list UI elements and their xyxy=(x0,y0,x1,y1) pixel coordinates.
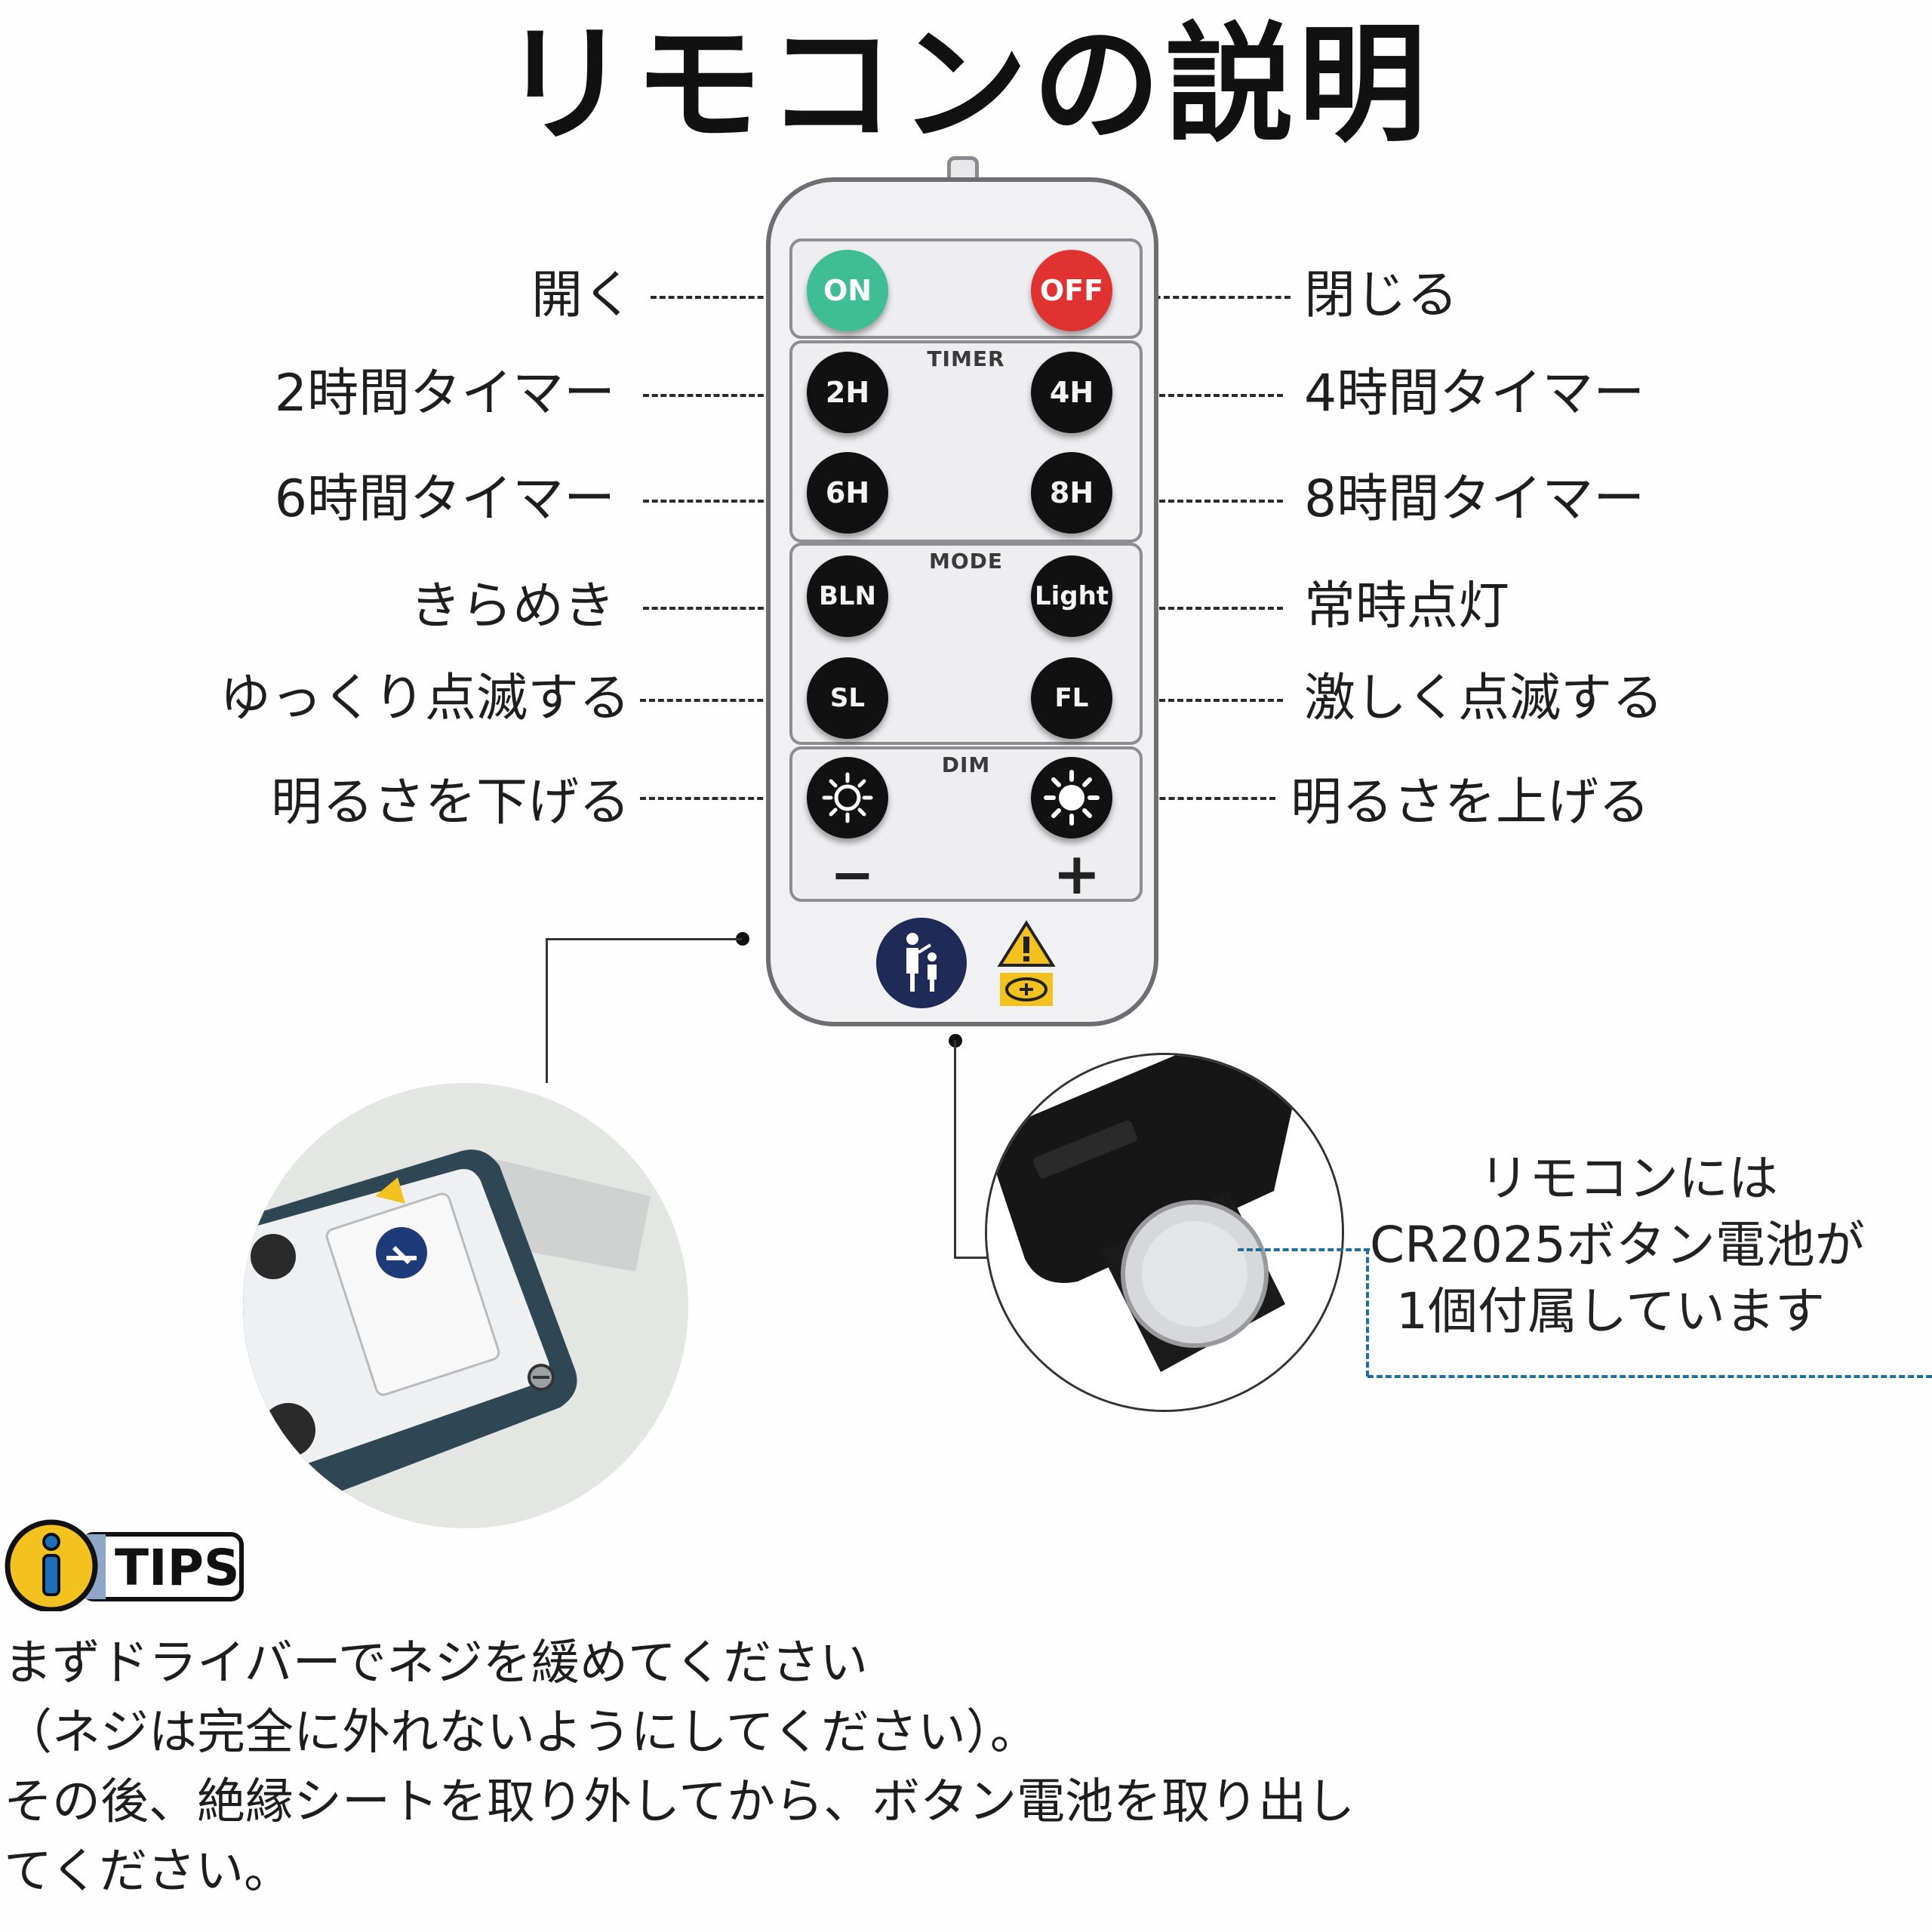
battery-note-line: リモコンには xyxy=(1479,1149,1778,1208)
leader-line xyxy=(1132,394,1283,397)
dim-section-title: DIM xyxy=(941,752,991,777)
battery-note-line: 1個付属しています xyxy=(1396,1282,1826,1340)
label-2h-timer: 2時間タイマー xyxy=(274,364,615,423)
tips-line: （ネジは完全に外れないようにしてください）。 xyxy=(4,1705,1038,1761)
note-leader-line xyxy=(1238,1248,1370,1251)
tips-line: まずドライバーでネジを緩めてください xyxy=(4,1635,868,1691)
fl-button[interactable]: FL xyxy=(1031,657,1112,739)
label-twinkle: きらめき xyxy=(409,577,615,636)
leader-line xyxy=(1132,500,1283,503)
child-safety-icon xyxy=(876,918,967,1008)
connector-line xyxy=(546,938,742,940)
label-dim-down: 明るさを下げる xyxy=(270,773,630,832)
leader-line xyxy=(651,296,790,299)
label-open: 開く xyxy=(531,266,634,325)
note-bracket xyxy=(1366,1248,1369,1377)
tips-line: てください。 xyxy=(4,1844,293,1900)
dim-down-button[interactable] xyxy=(807,757,888,838)
leader-line xyxy=(643,607,790,610)
leader-line xyxy=(1132,699,1283,702)
leader-line xyxy=(643,500,790,503)
connector-line xyxy=(954,1257,992,1259)
sl-button[interactable]: SL xyxy=(807,657,888,739)
timer-8h-button[interactable]: 8H xyxy=(1031,452,1112,534)
tips-line: その後、絶縁シートを取り外してから、ボタン電池を取り出し xyxy=(4,1774,1355,1830)
label-always-on: 常時点灯 xyxy=(1304,577,1510,636)
leader-line xyxy=(1132,607,1283,610)
plus-sign: + xyxy=(1053,840,1101,907)
dim-up-button[interactable] xyxy=(1031,757,1112,838)
screw-closeup-image xyxy=(243,1083,688,1528)
leader-line xyxy=(640,699,790,702)
timer-section-title: TIMER xyxy=(927,346,1005,371)
timer-6h-button[interactable]: 6H xyxy=(807,452,888,534)
timer-4h-button[interactable]: 4H xyxy=(1031,352,1112,433)
tips-badge-label: TIPS xyxy=(115,1539,240,1597)
leader-line xyxy=(1132,797,1275,800)
minus-sign: − xyxy=(830,844,875,906)
dim-up-icon xyxy=(1044,770,1100,826)
label-4h-timer: 4時間タイマー xyxy=(1304,364,1645,423)
connector-line xyxy=(954,1040,956,1259)
label-8h-timer: 8時間タイマー xyxy=(1304,469,1645,529)
dim-down-icon xyxy=(822,772,873,823)
on-button[interactable]: ON xyxy=(807,250,888,331)
battery-note-line: CR2025ボタン電池が xyxy=(1370,1216,1865,1274)
leader-line xyxy=(1136,296,1291,299)
bln-button[interactable]: BLN xyxy=(807,555,888,637)
remote-control: ON OFF TIMER 2H 4H 6H 8H MODE BLN Light … xyxy=(766,177,1158,1026)
connector-dot xyxy=(736,932,749,946)
label-fast-flash: 激しく点滅する xyxy=(1304,669,1664,728)
label-close: 閉じる xyxy=(1304,266,1459,325)
note-bracket xyxy=(1367,1375,1932,1378)
connector-line xyxy=(546,938,548,1083)
leader-line xyxy=(643,394,790,397)
label-6h-timer: 6時間タイマー xyxy=(274,469,615,529)
tips-badge: TIPS xyxy=(0,1513,249,1611)
battery-warning-icon xyxy=(997,920,1056,1011)
label-slow-flash: ゆっくり点滅する xyxy=(219,669,630,728)
leader-line xyxy=(640,797,790,800)
light-button[interactable]: Light xyxy=(1031,555,1112,637)
label-dim-up: 明るさを上げる xyxy=(1291,773,1651,832)
page-title: リモコンの説明 xyxy=(500,11,1431,160)
off-button[interactable]: OFF xyxy=(1031,250,1112,331)
timer-2h-button[interactable]: 2H xyxy=(807,352,888,433)
battery-tray-image xyxy=(985,1053,1344,1412)
mode-section-title: MODE xyxy=(928,549,1004,574)
